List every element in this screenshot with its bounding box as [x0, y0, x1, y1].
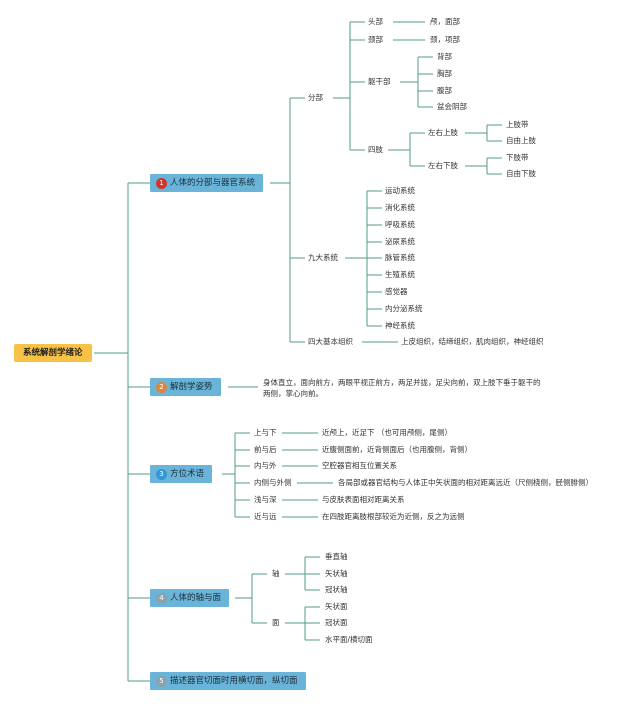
main-topic-label: 描述器官切面时用横切面，纵切面: [170, 676, 298, 686]
leaf-axis[interactable]: 冠状轴: [325, 585, 348, 594]
topic-four-tissues[interactable]: 四大基本组织: [308, 337, 353, 346]
term-description[interactable]: 各局部或器官结构与人体正中矢状面的相对距离远近（尺侧桡侧，胫侧腓侧）: [338, 478, 593, 487]
main-topic-anatomical-position[interactable]: 2 解剖学姿势: [150, 378, 221, 396]
leaf-head[interactable]: 颅，面部: [430, 17, 460, 26]
term-label[interactable]: 内与外: [254, 461, 277, 470]
leaf-axis[interactable]: 垂直轴: [325, 552, 348, 561]
main-topic-label: 人体的轴与面: [170, 593, 222, 603]
leaf-upper-limbs[interactable]: 上肢带: [506, 120, 529, 129]
anatomical-position-description[interactable]: 身体直立，面向前方，两眼平视正前方，两足并拢，足尖向前，双上肢下垂于躯干的两侧，…: [263, 378, 541, 398]
term-description[interactable]: 在四肢距离肢根部较近为近侧，反之为远侧: [322, 512, 465, 521]
main-topic-body-divisions[interactable]: 1 人体的分部与器官系统: [150, 174, 264, 192]
main-topic-directional-terms[interactable]: 3 方位术语: [150, 465, 213, 483]
topic-nine-systems[interactable]: 九大系统: [308, 253, 338, 262]
topic-neck[interactable]: 颈部: [368, 35, 383, 44]
term-description[interactable]: 近颅上，近足下 （也可用颅侧，尾侧）: [322, 428, 452, 437]
leaf-system[interactable]: 呼吸系统: [385, 220, 415, 229]
topic-head[interactable]: 头部: [368, 17, 383, 26]
main-topic-sections[interactable]: 5 描述器官切面时用横切面，纵切面: [150, 672, 306, 690]
main-topic-label: 人体的分部与器官系统: [170, 178, 256, 188]
topic-axes[interactable]: 轴: [272, 569, 280, 578]
main-topic-label: 解剖学姿势: [170, 382, 213, 392]
root-topic[interactable]: 系统解剖学绪论: [14, 344, 92, 362]
leaf-system[interactable]: 感觉器: [385, 287, 408, 296]
number-badge-icon: 3: [156, 468, 167, 480]
leaf-trunk[interactable]: 胸部: [437, 69, 452, 78]
number-badge-icon: 4: [156, 592, 167, 604]
leaf-system[interactable]: 脉管系统: [385, 253, 415, 262]
topic-planes[interactable]: 面: [272, 618, 280, 627]
leaf-plane[interactable]: 冠状面: [325, 618, 348, 627]
main-topic-label: 方位术语: [170, 469, 205, 479]
leaf-lower-limbs[interactable]: 自由下肢: [506, 169, 536, 178]
term-label[interactable]: 近与远: [254, 512, 277, 521]
leaf-trunk[interactable]: 盆会阴部: [437, 102, 467, 111]
number-badge-icon: 5: [156, 675, 167, 687]
term-label[interactable]: 前与后: [254, 445, 277, 454]
topic-lower-limbs[interactable]: 左右下肢: [428, 161, 458, 170]
leaf-system[interactable]: 运动系统: [385, 186, 415, 195]
term-label[interactable]: 浅与深: [254, 495, 277, 504]
term-label[interactable]: 上与下: [254, 428, 277, 437]
leaf-upper-limbs[interactable]: 自由上肢: [506, 136, 536, 145]
term-description[interactable]: 空腔器官相互位置关系: [322, 461, 397, 470]
leaf-system[interactable]: 内分泌系统: [385, 304, 423, 313]
leaf-trunk[interactable]: 背部: [437, 52, 452, 61]
leaf-tissues[interactable]: 上皮组织，结缔组织，肌肉组织，神经组织: [401, 337, 544, 346]
number-badge-icon: 1: [156, 177, 167, 189]
leaf-axis[interactable]: 矢状轴: [325, 569, 348, 578]
number-badge-icon: 2: [156, 381, 167, 393]
main-topic-axes-planes[interactable]: 4 人体的轴与面: [150, 589, 230, 607]
term-label[interactable]: 内侧与外侧: [254, 478, 292, 487]
topic-upper-limbs[interactable]: 左右上肢: [428, 128, 458, 137]
leaf-plane[interactable]: 水平面/横切面: [325, 635, 373, 644]
leaf-system[interactable]: 生殖系统: [385, 270, 415, 279]
leaf-trunk[interactable]: 腹部: [437, 86, 452, 95]
leaf-system[interactable]: 泌尿系统: [385, 237, 415, 246]
leaf-lower-limbs[interactable]: 下肢带: [506, 153, 529, 162]
leaf-plane[interactable]: 矢状面: [325, 602, 348, 611]
leaf-system[interactable]: 消化系统: [385, 203, 415, 212]
term-description[interactable]: 近腹侧面前，近背侧面后（也用腹侧，背侧）: [322, 445, 472, 454]
leaf-neck[interactable]: 颈，项部: [430, 35, 460, 44]
leaf-system[interactable]: 神经系统: [385, 321, 415, 330]
topic-fenbu[interactable]: 分部: [308, 93, 323, 102]
term-description[interactable]: 与皮肤表面相对距离关系: [322, 495, 405, 504]
topic-trunk[interactable]: 躯干部: [368, 77, 391, 86]
topic-limbs[interactable]: 四肢: [368, 145, 383, 154]
